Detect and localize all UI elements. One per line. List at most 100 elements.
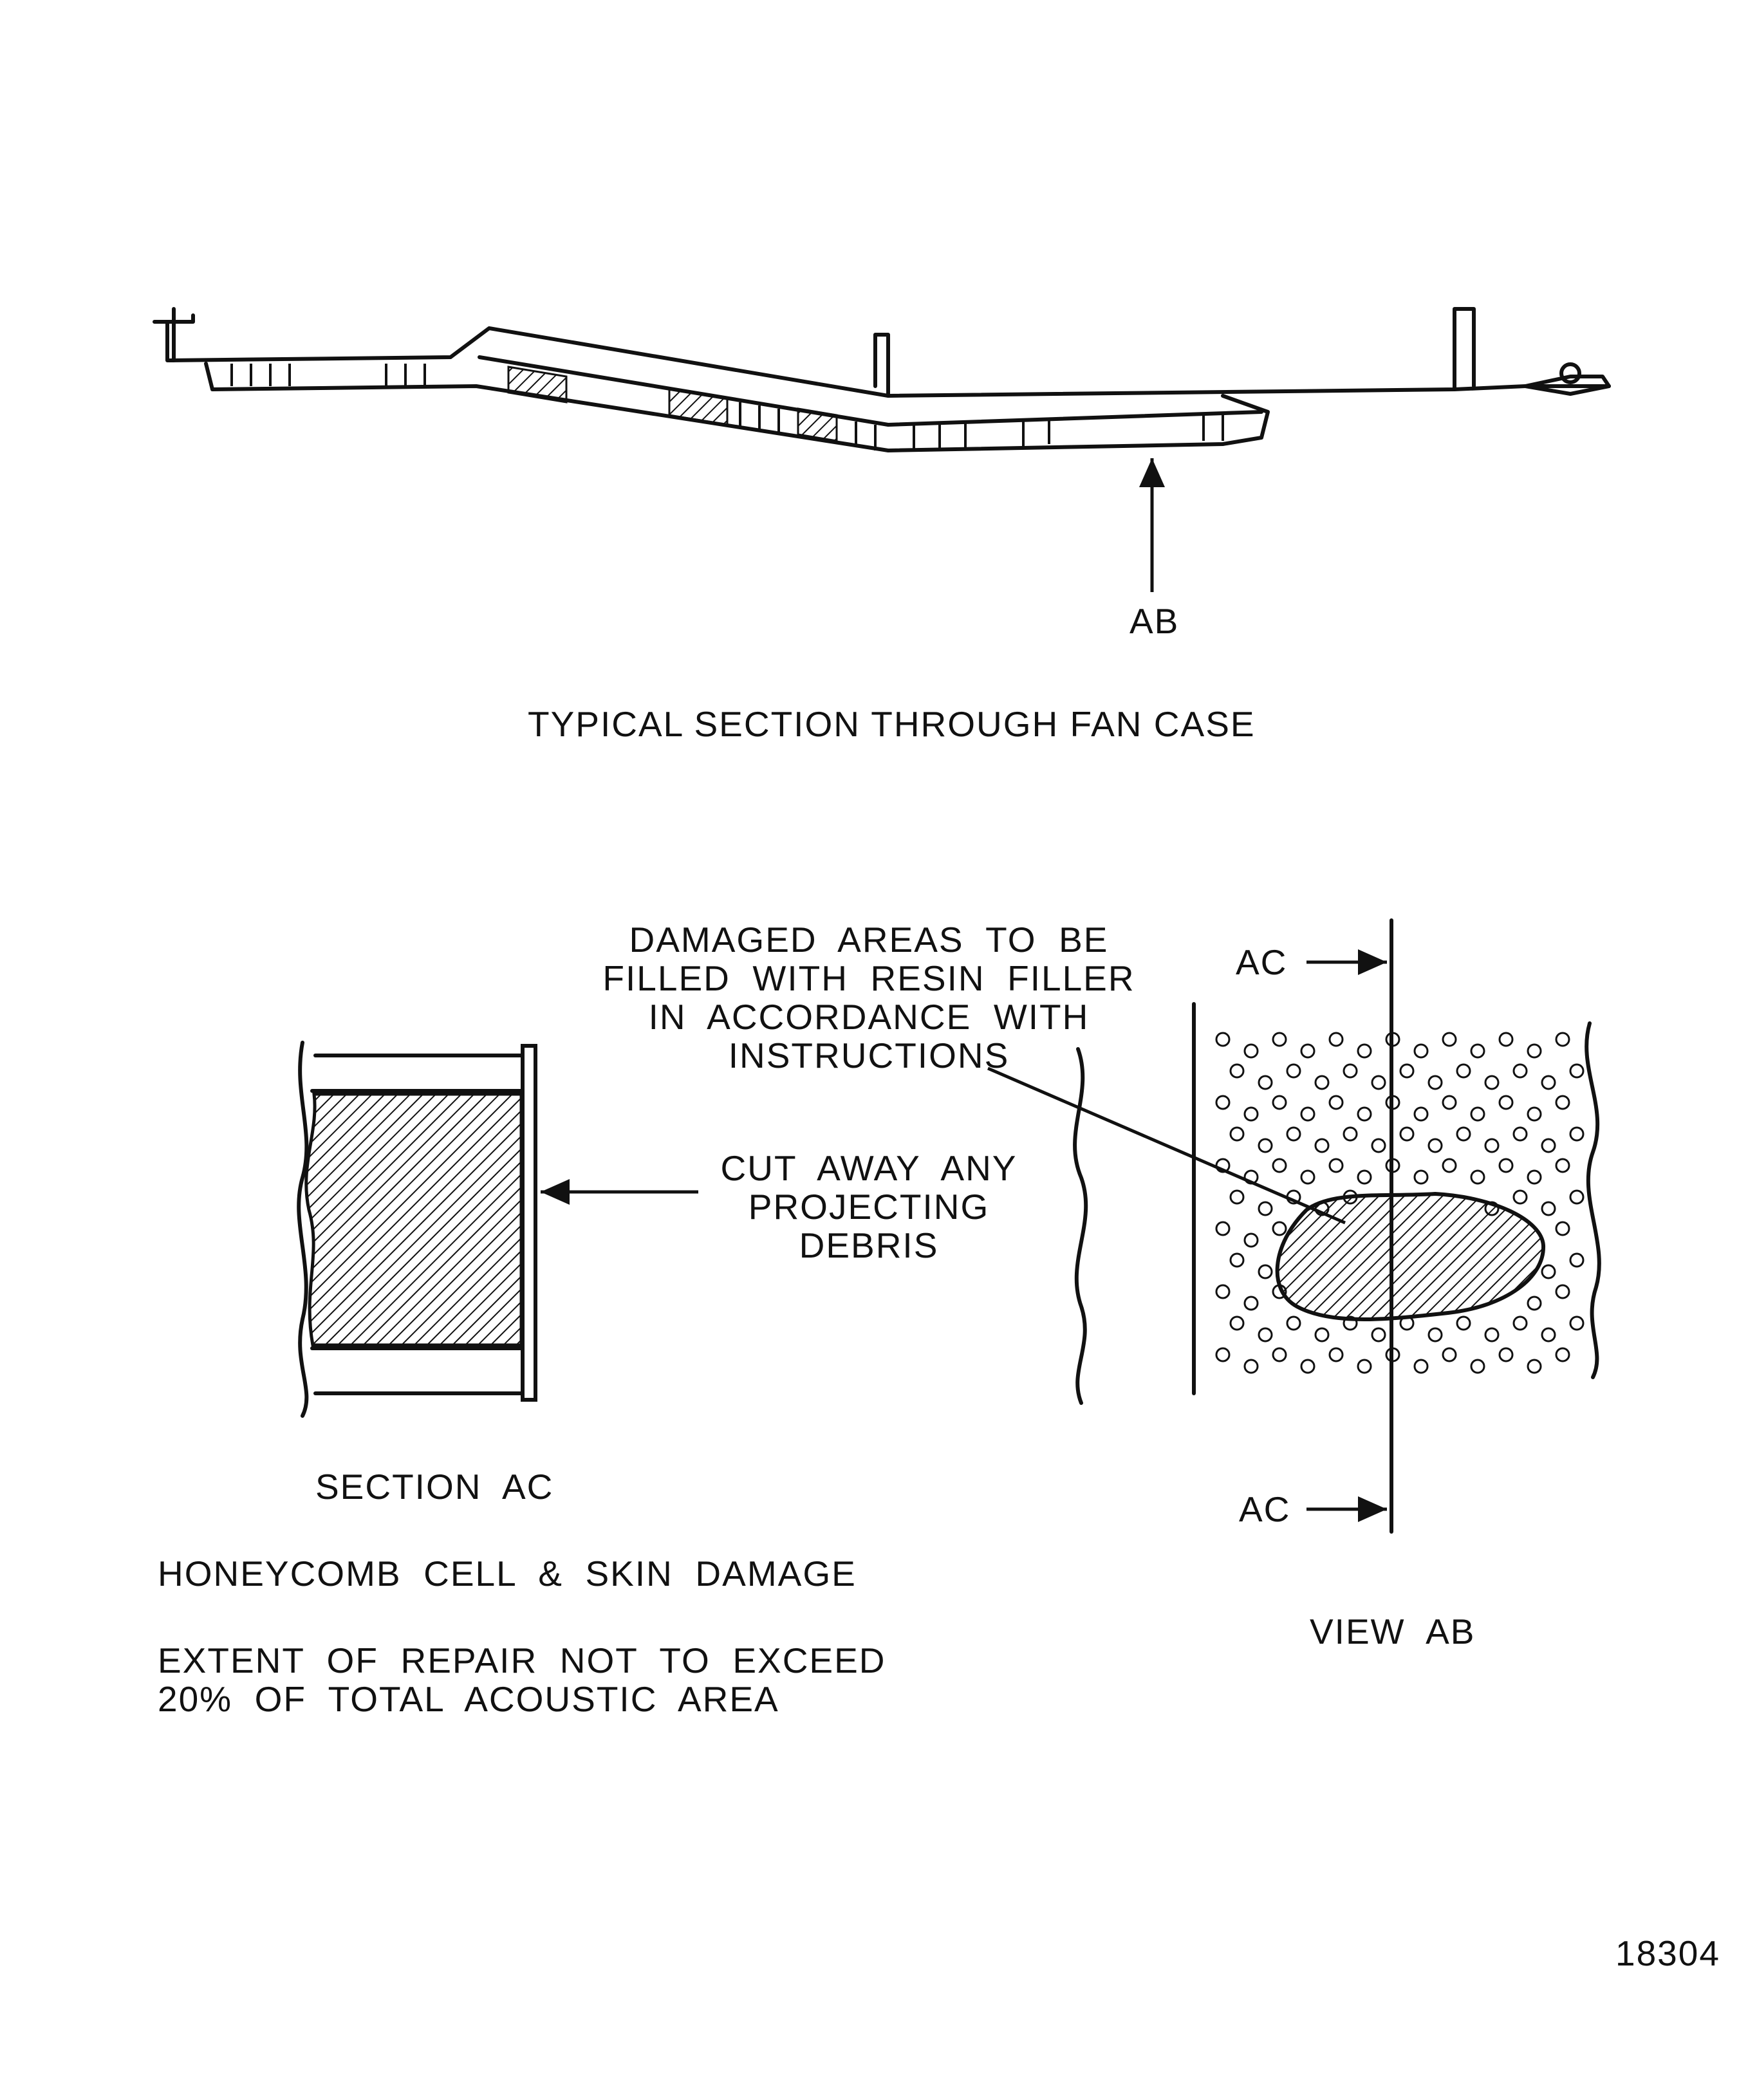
honeycomb-cells-mid xyxy=(739,402,1224,451)
ac-marker-bottom: AC xyxy=(1239,1489,1291,1529)
perforation-hole xyxy=(1215,1032,1231,1047)
cut-note-line-3: DEBRIS xyxy=(799,1225,939,1265)
perforation-hole xyxy=(1328,1347,1344,1362)
perforation-hole xyxy=(1243,1232,1259,1248)
perforation-hole xyxy=(1569,1315,1585,1331)
extent-note-line-1: EXTENT OF REPAIR NOT TO EXCEED xyxy=(158,1640,886,1680)
perforation-hole xyxy=(1385,1347,1400,1362)
perforation-hole xyxy=(1442,1158,1457,1173)
perforation-hole xyxy=(1512,1315,1528,1331)
perforation-hole xyxy=(1215,1284,1231,1299)
damage-type-label: HONEYCOMB CELL & SKIN DAMAGE xyxy=(158,1554,857,1594)
perforation-hole xyxy=(1343,1126,1358,1142)
perforation-hole xyxy=(1470,1169,1485,1185)
section-title: TYPICAL SECTION THROUGH FAN CASE xyxy=(528,704,1256,744)
perforation-hole xyxy=(1484,1138,1500,1153)
perforation-hole xyxy=(1399,1126,1415,1142)
perforation-hole xyxy=(1371,1075,1386,1090)
perforation-hole xyxy=(1215,1347,1231,1362)
hatched-core-c xyxy=(797,407,838,442)
perforation-hole xyxy=(1555,1347,1570,1362)
view-ab-label: VIEW AB xyxy=(1310,1612,1476,1651)
perforation-hole xyxy=(1258,1327,1273,1343)
perforation-hole xyxy=(1541,1327,1556,1343)
perforation-hole xyxy=(1569,1063,1585,1079)
honeycomb-cells-left xyxy=(230,364,426,386)
perforation-hole xyxy=(1498,1032,1514,1047)
perforation-hole xyxy=(1527,1296,1542,1311)
cut-note-line-1: CUT AWAY ANY xyxy=(720,1148,1018,1188)
damage-note-line-1: DAMAGED AREAS TO BE xyxy=(629,920,1109,960)
perforation-hole xyxy=(1442,1095,1457,1110)
perforation-hole xyxy=(1243,1359,1259,1374)
perforation-hole xyxy=(1357,1359,1372,1374)
section-ac-drawing xyxy=(297,1041,537,1418)
perforation-hole xyxy=(1399,1063,1415,1079)
perforation-hole xyxy=(1258,1075,1273,1090)
perforation-hole xyxy=(1427,1138,1443,1153)
perforation-hole xyxy=(1456,1315,1471,1331)
perforation-hole xyxy=(1229,1063,1245,1079)
perforation-hole xyxy=(1328,1095,1344,1110)
perforation-hole xyxy=(1385,1158,1400,1173)
perforation-hole xyxy=(1484,1075,1500,1090)
perforation-hole xyxy=(1555,1284,1570,1299)
perforation-hole xyxy=(1328,1032,1344,1047)
perforation-hole xyxy=(1385,1095,1400,1110)
perforation-hole xyxy=(1555,1221,1570,1236)
perforation-hole xyxy=(1569,1252,1585,1268)
perforation-hole xyxy=(1541,1075,1556,1090)
perforation-hole xyxy=(1555,1095,1570,1110)
damage-note: DAMAGED AREAS TO BE FILLED WITH RESIN FI… xyxy=(547,920,1191,1075)
perforation-hole xyxy=(1229,1315,1245,1331)
perforation-hole xyxy=(1272,1032,1287,1047)
perforation-hole xyxy=(1272,1158,1287,1173)
perforation-hole xyxy=(1357,1106,1372,1122)
perforation-hole xyxy=(1272,1095,1287,1110)
cut-note-line-2: PROJECTING xyxy=(748,1187,990,1227)
section-ac-label: SECTION AC xyxy=(315,1467,554,1507)
perforation-hole xyxy=(1357,1169,1372,1185)
perforation-hole xyxy=(1385,1032,1400,1047)
cut-note: CUT AWAY ANY PROJECTING DEBRIS xyxy=(702,1149,1036,1265)
perforation-hole xyxy=(1498,1347,1514,1362)
perforation-hole xyxy=(1512,1063,1528,1079)
hatched-core-a xyxy=(507,366,568,404)
perforation-hole xyxy=(1357,1043,1372,1059)
perforation-hole xyxy=(1229,1252,1245,1268)
extent-note-line-2: 20% OF TOTAL ACOUSTIC AREA xyxy=(158,1679,779,1719)
perforation-hole xyxy=(1300,1169,1315,1185)
perforation-hole xyxy=(1456,1126,1471,1142)
perforation-hole xyxy=(1314,1327,1330,1343)
perforation-hole xyxy=(1300,1043,1315,1059)
figure-number: 18304 xyxy=(1615,1933,1720,1973)
perforation-hole xyxy=(1328,1158,1344,1173)
perforation-hole xyxy=(1258,1201,1273,1216)
perforation-hole xyxy=(1427,1327,1443,1343)
perforation-hole xyxy=(1300,1106,1315,1122)
hatched-core-b xyxy=(668,388,729,426)
perforation-hole xyxy=(1442,1032,1457,1047)
perforation-hole xyxy=(1498,1095,1514,1110)
perforation-hole xyxy=(1541,1201,1556,1216)
perforation-hole xyxy=(1527,1359,1542,1374)
perforation-hole xyxy=(1541,1264,1556,1279)
perforation-hole xyxy=(1442,1347,1457,1362)
perforation-hole xyxy=(1229,1126,1245,1142)
extent-note: EXTENT OF REPAIR NOT TO EXCEED 20% OF TO… xyxy=(158,1641,886,1718)
perforation-hole xyxy=(1343,1063,1358,1079)
perforation-hole xyxy=(1456,1063,1471,1079)
perforation-hole xyxy=(1371,1327,1386,1343)
damage-leader-line xyxy=(987,1066,1346,1225)
perforation-hole xyxy=(1413,1043,1429,1059)
perforation-hole xyxy=(1527,1106,1542,1122)
perforation-hole xyxy=(1569,1189,1585,1205)
perforation-hole xyxy=(1215,1095,1231,1110)
perforation-hole xyxy=(1258,1264,1273,1279)
perforation-hole xyxy=(1569,1126,1585,1142)
perforation-hole xyxy=(1470,1106,1485,1122)
damage-note-line-4: INSTRUCTIONS xyxy=(728,1036,1010,1075)
perforation-hole xyxy=(1229,1189,1245,1205)
perforation-hole xyxy=(1527,1043,1542,1059)
